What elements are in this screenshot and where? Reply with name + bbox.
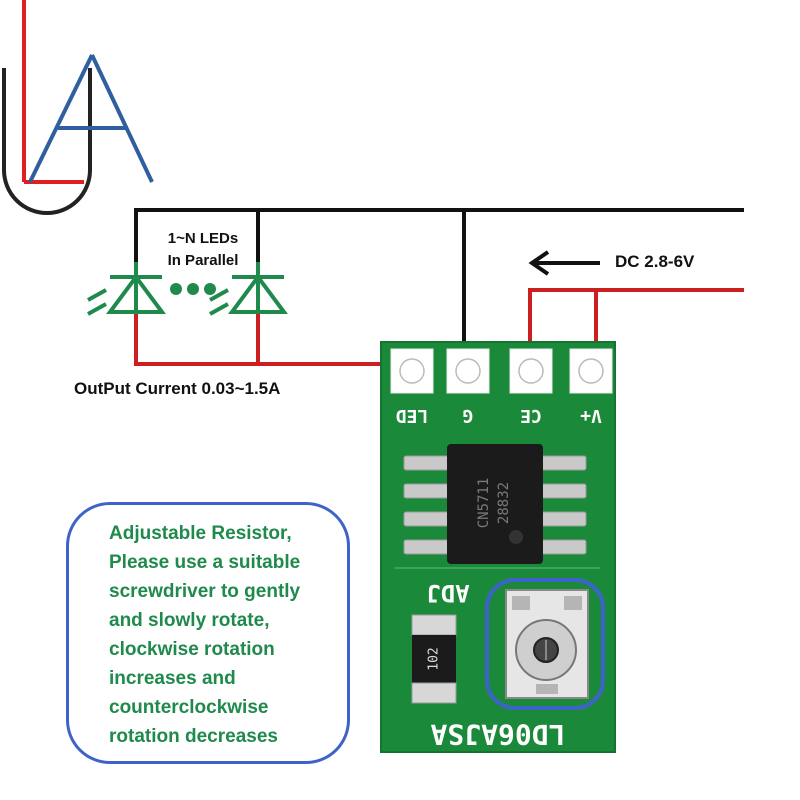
ground-wire <box>134 208 744 370</box>
led-output-wire <box>134 312 408 366</box>
callout-line: counterclockwise <box>109 697 269 718</box>
callout-text: Adjustable Resistor, Please use a suitab… <box>109 519 349 751</box>
callout-line: and slowly rotate, <box>109 610 270 631</box>
chip-marking-2: 28832 <box>496 482 512 524</box>
callout-box: Adjustable Resistor, Please use a suitab… <box>66 502 350 764</box>
pin-pads <box>390 348 613 394</box>
adj-label: ADJ <box>426 579 469 607</box>
led-label-line-2: In Parallel <box>167 252 239 269</box>
callout-line: rotation decreases <box>109 726 278 747</box>
ic-leads <box>403 455 587 555</box>
led-left <box>87 262 166 316</box>
pin-label-vplus: V+ <box>580 405 602 426</box>
chip-marking-1: CN5711 <box>476 478 492 529</box>
resistor-marking: 102 <box>427 647 442 670</box>
led-right <box>209 262 288 316</box>
callout-line: Adjustable Resistor, <box>109 523 292 544</box>
ic-chip: CN5711 28832 <box>447 444 543 564</box>
brand-logo <box>2 0 154 215</box>
led-label-line-1: 1~N LEDs <box>167 230 239 247</box>
board-model-label: LD06AJSA <box>430 718 565 751</box>
pin-label-ce: CE <box>520 405 542 426</box>
pin-label-g: G <box>463 405 474 426</box>
callout-line: clockwise rotation <box>109 639 275 660</box>
potentiometer <box>505 589 589 699</box>
callout-line: increases and <box>109 668 236 689</box>
supply-voltage-label: DC 2.8-6V <box>615 252 695 271</box>
led-group-label: 1~N LEDs In Parallel <box>148 228 258 272</box>
arrow-left-icon <box>528 250 600 276</box>
led-ellipsis-dots <box>170 283 216 295</box>
callout-line: screwdriver to gently <box>109 581 301 602</box>
smd-resistor: 102 <box>411 614 457 704</box>
callout-line: Please use a suitable <box>109 552 301 573</box>
potentiometer-highlight <box>485 578 605 710</box>
pin-labels: LED G CE V+ <box>396 405 602 426</box>
pcb-board: LED G CE V+ CN5711 28832 ADJ <box>380 341 616 753</box>
pin-label-led: LED <box>396 405 429 426</box>
output-current-label: OutPut Current 0.03~1.5A <box>74 379 281 398</box>
